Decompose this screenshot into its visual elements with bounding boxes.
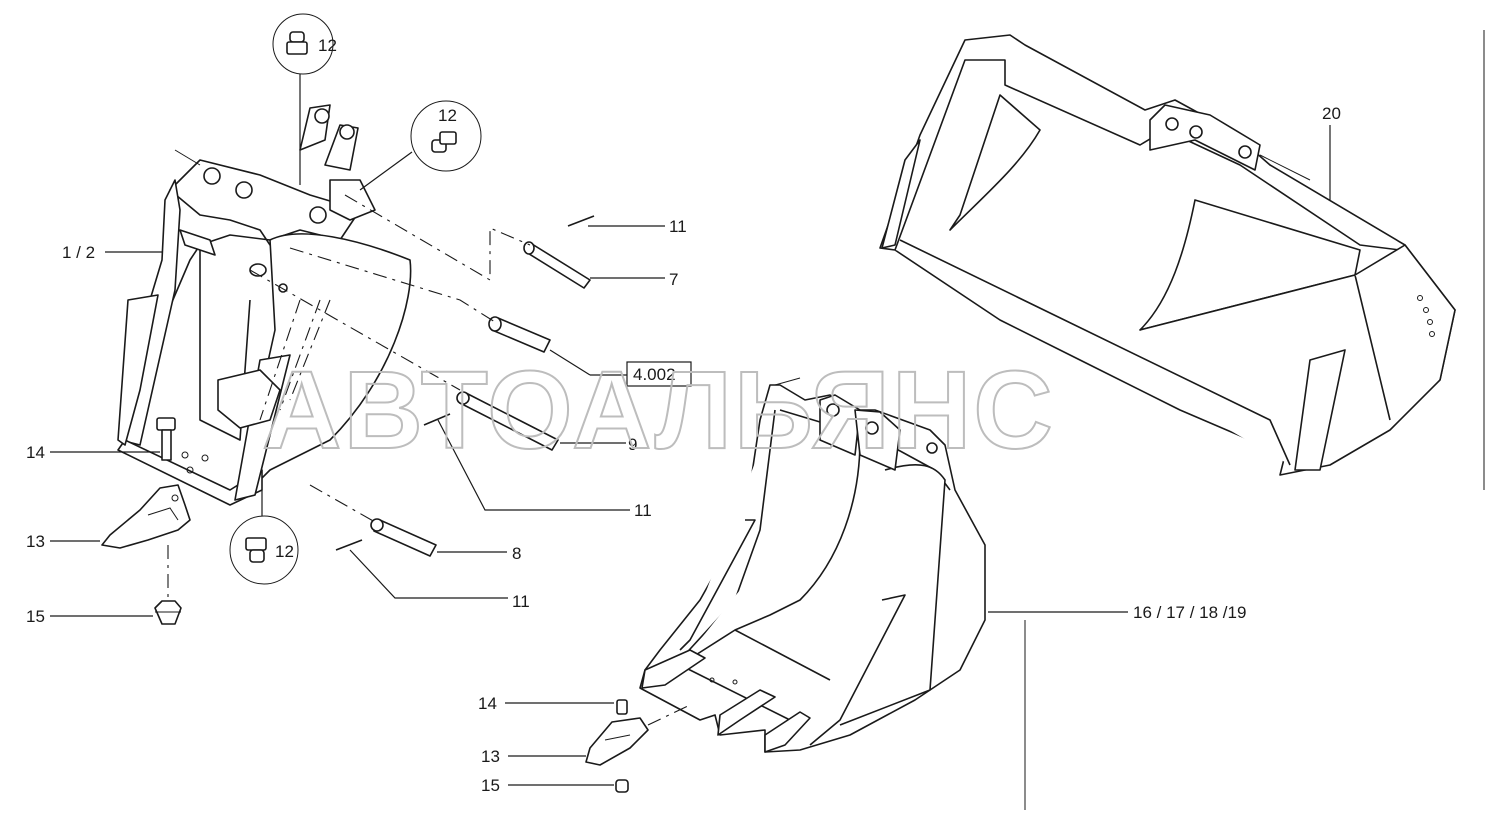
callout-4-002: 4.002	[633, 365, 676, 384]
callout-16-19: 16 / 17 / 18 /19	[1133, 603, 1246, 622]
callout-12: 12	[438, 106, 457, 125]
narrow-bucket-16-19[interactable]	[639, 377, 986, 753]
nut-15-left[interactable]	[154, 600, 182, 625]
callout-11: 11	[634, 501, 652, 520]
cotter-pin-11[interactable]	[335, 539, 363, 551]
callout-13: 13	[26, 532, 45, 551]
pin-9[interactable]	[456, 391, 559, 451]
grease-nipple-12-mid[interactable]	[410, 100, 482, 172]
tooth-13-left[interactable]	[101, 484, 191, 549]
callout-20: 20	[1322, 104, 1341, 123]
callout-9: 9	[628, 435, 637, 454]
grease-nipple-12-bottom[interactable]	[229, 515, 299, 585]
callout-12: 12	[275, 542, 294, 561]
callout-13: 13	[481, 747, 500, 766]
pin-4-002[interactable]	[488, 316, 551, 353]
callout-11: 11	[669, 217, 687, 236]
nut-15-bottom[interactable]	[615, 779, 629, 793]
ref-box-4-002[interactable]	[626, 361, 692, 387]
wide-bucket-20[interactable]	[879, 34, 1456, 476]
callout-15: 15	[26, 607, 45, 626]
pin-8[interactable]	[370, 518, 437, 557]
coupler-frame[interactable]	[117, 104, 412, 506]
callout-8: 8	[512, 544, 521, 563]
callout-1-2: 1 / 2	[62, 243, 95, 262]
bolt-14-bottom[interactable]	[616, 699, 628, 715]
tooth-13-bottom[interactable]	[585, 717, 649, 766]
bolt-14-left[interactable]	[156, 417, 176, 461]
callout-11: 11	[512, 592, 530, 611]
callout-14: 14	[478, 694, 497, 713]
watermark-text: АВТОАЛЬЯНС	[262, 349, 1055, 472]
cotter-pin-11[interactable]	[423, 413, 451, 426]
callout-7: 7	[669, 270, 678, 289]
grease-nipple-12-top[interactable]	[272, 13, 334, 75]
callout-12: 12	[318, 36, 337, 55]
pin-7[interactable]	[523, 241, 591, 289]
callout-14: 14	[26, 443, 45, 462]
cotter-pin-11[interactable]	[567, 215, 595, 227]
callout-15: 15	[481, 776, 500, 795]
